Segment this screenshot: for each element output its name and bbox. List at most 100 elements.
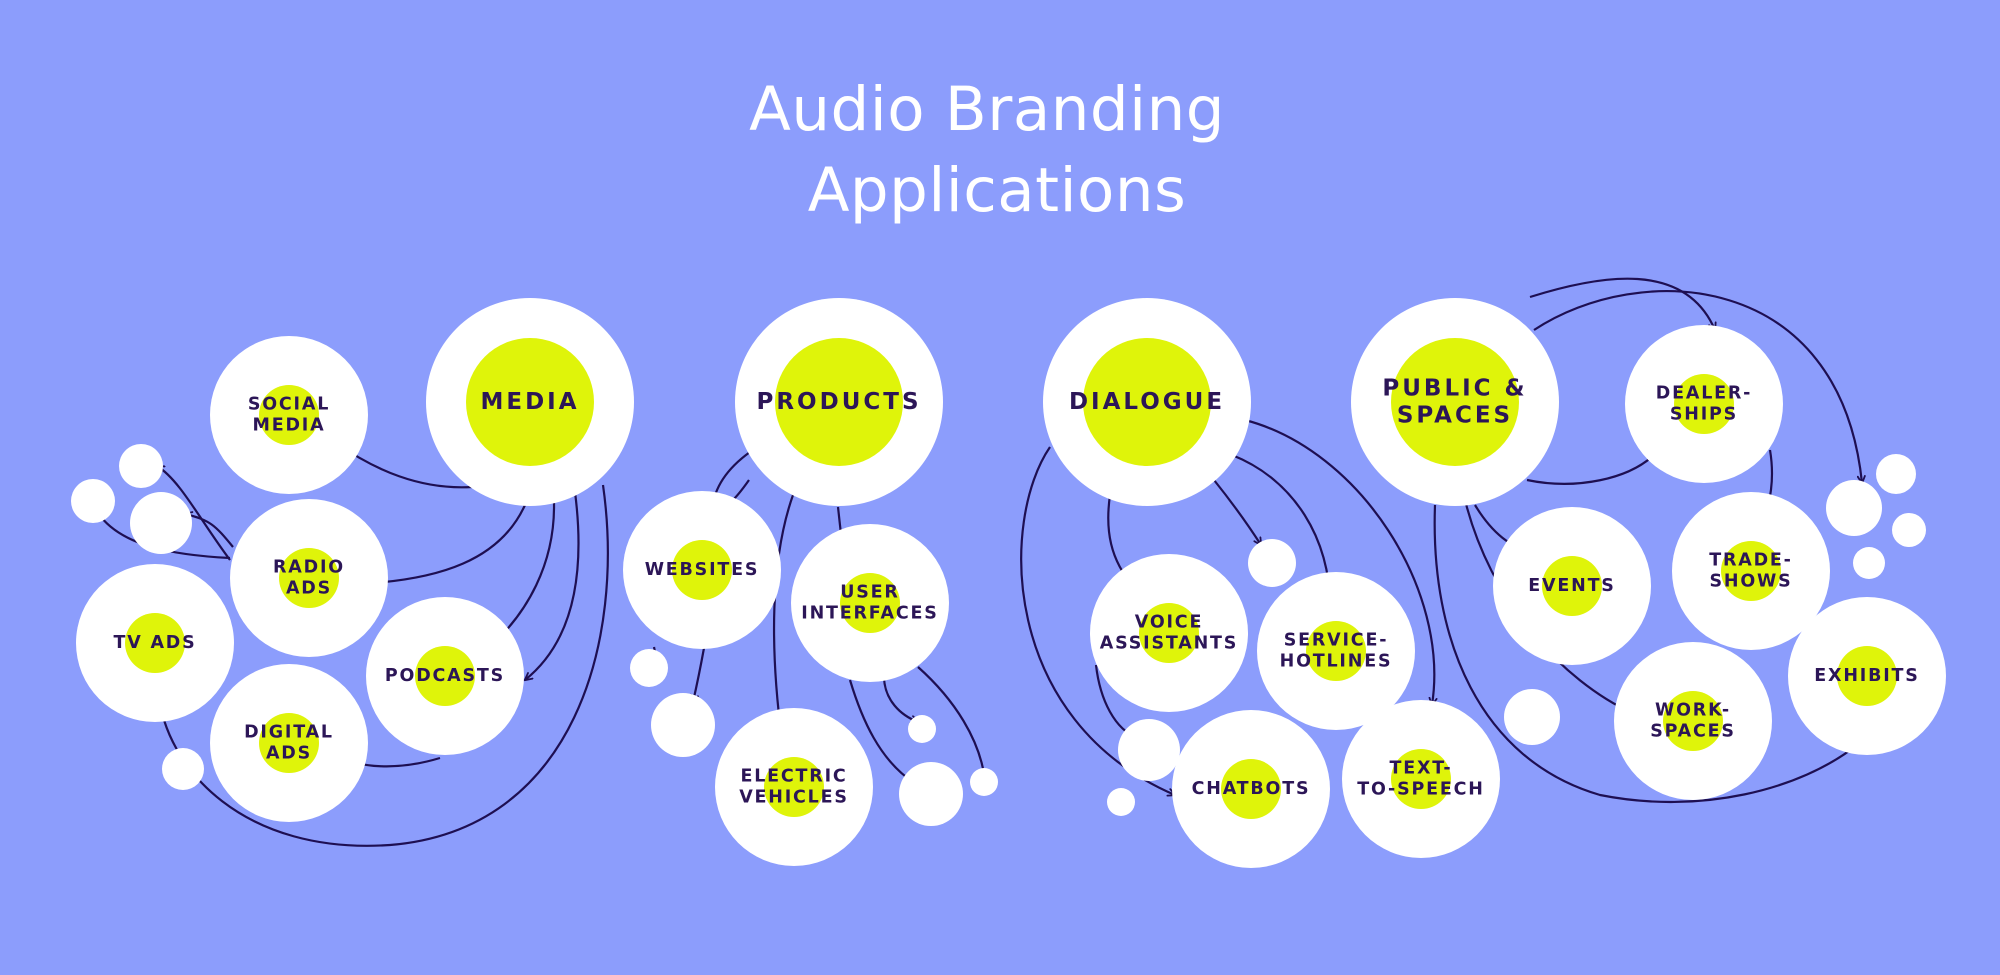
- node-workspaces: WORK-SPACES: [1614, 642, 1772, 800]
- hub-media: MEDIA: [426, 298, 634, 506]
- node-text-to-speech: TEXT-TO-SPEECH: [1342, 700, 1500, 858]
- decorative-dot-3: [130, 492, 192, 554]
- node-trade-shows: TRADE-SHOWS: [1672, 492, 1830, 650]
- hub-public-label: PUBLIC &SPACES: [1382, 376, 1527, 429]
- node-workspaces-accent-circle: [1663, 691, 1723, 751]
- hub-products: PRODUCTS: [735, 298, 943, 506]
- connector-arrow-31: [1433, 504, 1859, 804]
- node-events-label-line-1: EVENTS: [1528, 576, 1615, 596]
- hub-dialogue: DIALOGUE: [1043, 298, 1251, 506]
- node-websites: WEBSITES: [623, 491, 781, 649]
- node-trade-shows-label-line-2: SHOWS: [1709, 572, 1792, 592]
- decorative-dot-2: [71, 479, 115, 523]
- node-text-to-speech-label-line-2: TO-SPEECH: [1357, 780, 1484, 800]
- decorative-dot-17: [1504, 689, 1560, 745]
- decorative-dot-11: [1118, 719, 1180, 781]
- diagram-title: Audio Branding Applications: [749, 74, 1245, 226]
- node-radio-ads-label-line-2: ADS: [286, 579, 332, 599]
- connector-arrow-25: [1526, 450, 1659, 485]
- node-digital-ads-accent-circle: [259, 713, 319, 773]
- connector-arrow-12: [772, 494, 795, 742]
- decorative-dot-9: [970, 768, 998, 796]
- decorative-dot-14: [1826, 480, 1882, 536]
- node-podcasts-label: PODCASTS: [385, 666, 505, 686]
- node-chatbots-label: CHATBOTS: [1192, 779, 1311, 799]
- decorative-dot-6: [651, 693, 715, 757]
- node-service-hotlines-label-line-2: HOTLINES: [1280, 652, 1393, 672]
- node-radio-ads-accent-circle: [279, 548, 339, 608]
- node-chatbots: CHATBOTS: [1172, 710, 1330, 868]
- node-chatbots-label-line-1: CHATBOTS: [1192, 779, 1311, 799]
- node-voice-assistants-accent-circle: [1139, 603, 1199, 663]
- node-websites-accent-circle: [672, 540, 732, 600]
- node-social-media-accent-circle: [259, 385, 319, 445]
- decorative-dot-13: [1876, 454, 1916, 494]
- node-service-hotlines-label-line-1: SERVICE-: [1284, 631, 1389, 651]
- decorative-dot-5: [630, 649, 668, 687]
- hub-public-label-line-1: PUBLIC &: [1382, 376, 1527, 402]
- node-text-to-speech-label-line-1: TEXT-: [1389, 759, 1452, 779]
- node-voice-assistants-label-line-1: VOICE: [1135, 613, 1203, 633]
- node-user-interfaces-label-line-1: USER: [840, 583, 899, 603]
- node-podcasts: PODCASTS: [366, 597, 524, 755]
- node-user-interfaces-label-line-2: INTERFACES: [801, 604, 938, 624]
- node-workspaces-label-line-1: WORK-: [1655, 701, 1731, 721]
- node-electric-vehicles-label-line-1: ELECTRIC: [740, 767, 847, 787]
- node-electric-vehicles-label-line-2: VEHICLES: [739, 788, 849, 808]
- node-podcasts-accent-circle: [415, 646, 475, 706]
- decorative-dots: [71, 444, 1926, 826]
- node-trade-shows-label: TRADE-SHOWS: [1709, 551, 1793, 592]
- connector-arrow-26: [1529, 277, 1717, 332]
- node-digital-ads-label-line-2: ADS: [266, 744, 312, 764]
- node-text-to-speech-accent-circle: [1391, 749, 1451, 809]
- node-electric-vehicles-accent-circle: [764, 757, 824, 817]
- hub-media-label: MEDIA: [480, 389, 579, 415]
- connector-arrow-7: [155, 464, 231, 561]
- connector-arrow-22: [1020, 446, 1177, 797]
- node-exhibits-accent-circle: [1837, 646, 1897, 706]
- connector-arrow-20: [1213, 479, 1263, 547]
- node-dealerships-accent-circle: [1674, 374, 1734, 434]
- decorative-dot-10: [1248, 539, 1296, 587]
- title-line-1: Audio Branding: [749, 74, 1225, 145]
- title-line-2: Applications: [808, 155, 1187, 226]
- node-tv-ads-accent-circle: [125, 613, 185, 673]
- node-workspaces-label: WORK-SPACES: [1650, 701, 1736, 742]
- node-service-hotlines-accent-circle: [1306, 621, 1366, 681]
- hub-public-label-line-2: SPACES: [1397, 403, 1513, 429]
- hub-media-label-line-1: MEDIA: [480, 389, 579, 415]
- node-events: EVENTS: [1493, 507, 1651, 665]
- node-radio-ads-label-line-1: RADIO: [273, 558, 345, 578]
- node-digital-ads-label-line-1: DIGITAL: [244, 723, 334, 743]
- hub-media-accent-circle: [466, 338, 594, 466]
- diagram-nodes: MEDIA PRODUCTS DIALOGUE PUBLIC &SPACES SOCIA…: [76, 298, 1946, 868]
- decorative-dot-15: [1892, 513, 1926, 547]
- node-tv-ads-label: TV ADS: [113, 633, 196, 653]
- node-tv-ads: TV ADS: [76, 564, 234, 722]
- node-text-to-speech-label: TEXT-TO-SPEECH: [1357, 759, 1484, 800]
- decorative-dot-4: [162, 748, 204, 790]
- connector-arrow-17: [848, 679, 915, 784]
- decorative-dot-8: [899, 762, 963, 826]
- connector-arrow-27: [1533, 290, 1866, 485]
- node-exhibits-label-line-1: EXHIBITS: [1814, 666, 1919, 686]
- node-websites-label-line-1: WEBSITES: [645, 560, 760, 580]
- node-social-media-label-line-2: MEDIA: [253, 416, 326, 436]
- node-exhibits: EXHIBITS: [1788, 597, 1946, 755]
- node-exhibits-label: EXHIBITS: [1814, 666, 1919, 686]
- node-social-media-label-line-1: SOCIAL: [248, 395, 330, 415]
